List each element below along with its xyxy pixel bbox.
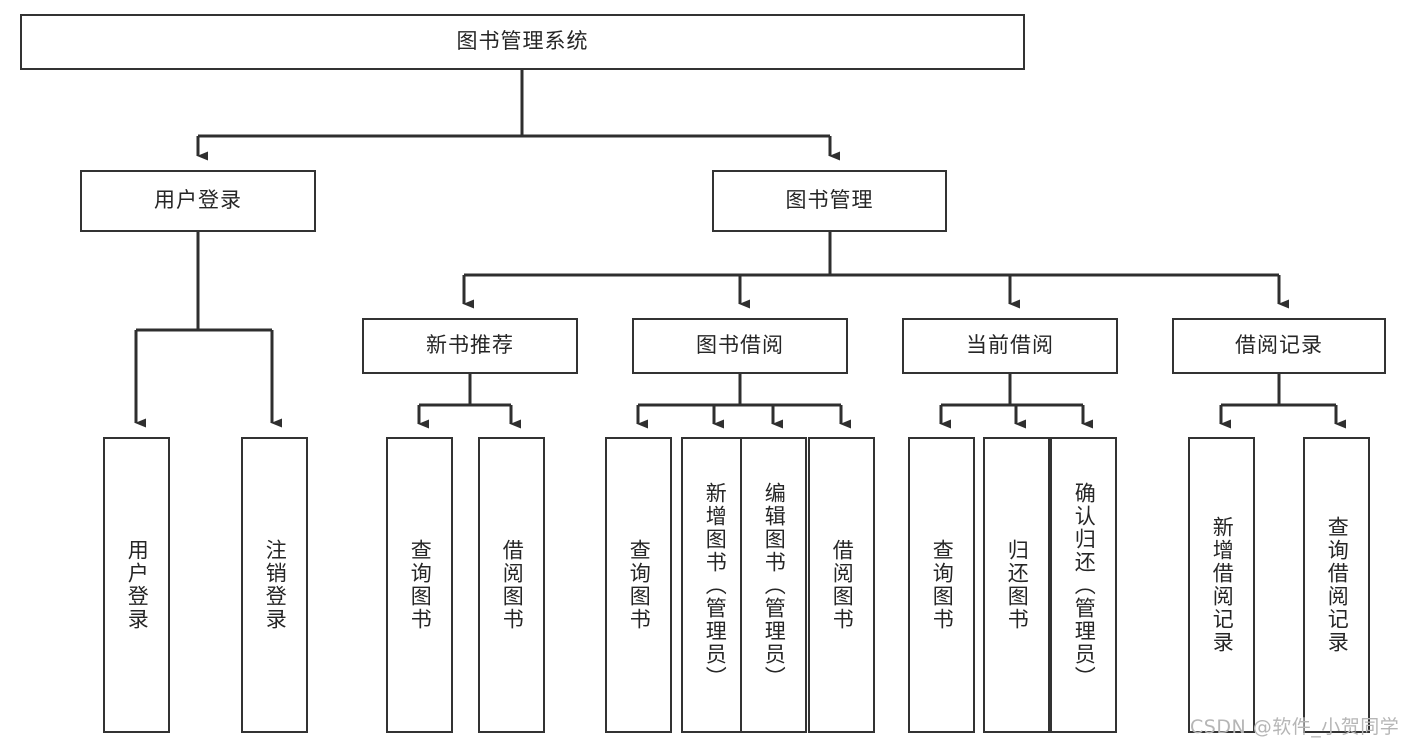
node-leaf-borrow-book-rec[interactable]: 借阅图书	[478, 437, 545, 733]
node-leaf-borrow-book-rec-label: 借阅图书	[500, 539, 525, 631]
node-leaf-query-book-rec[interactable]: 查询图书	[386, 437, 453, 733]
node-current-borrow[interactable]: 当前借阅	[902, 318, 1118, 374]
node-leaf-query-book-rec-label: 查询图书	[408, 539, 433, 631]
node-borrow-record-label: 借阅记录	[1235, 333, 1323, 358]
node-leaf-confirm-return[interactable]: 确认归还（管理员）	[1050, 437, 1117, 733]
node-leaf-add-record-label: 新增借阅记录	[1210, 516, 1235, 654]
node-leaf-add-book-label: 新增图书（管理员）	[703, 481, 728, 689]
node-leaf-return-book[interactable]: 归还图书	[983, 437, 1050, 733]
node-new-book-rec-label: 新书推荐	[426, 333, 514, 358]
node-leaf-add-record[interactable]: 新增借阅记录	[1188, 437, 1255, 733]
node-leaf-user-login-label: 用户登录	[125, 539, 150, 631]
node-borrow-record[interactable]: 借阅记录	[1172, 318, 1386, 374]
node-root-label: 图书管理系统	[456, 29, 589, 54]
node-leaf-query-record[interactable]: 查询借阅记录	[1303, 437, 1370, 733]
node-leaf-confirm-return-label: 确认归还（管理员）	[1072, 481, 1097, 689]
node-book-manage-label: 图书管理	[785, 188, 874, 213]
node-leaf-logout-label: 注销登录	[263, 539, 288, 631]
node-leaf-return-book-label: 归还图书	[1005, 539, 1030, 631]
node-leaf-logout[interactable]: 注销登录	[241, 437, 308, 733]
node-current-borrow-label: 当前借阅	[966, 333, 1054, 358]
node-leaf-query-book-c-label: 查询图书	[930, 539, 955, 631]
node-book-manage[interactable]: 图书管理	[712, 170, 947, 232]
node-leaf-query-book-b-label: 查询图书	[627, 539, 652, 631]
node-leaf-edit-book-label: 编辑图书（管理员）	[762, 481, 787, 689]
node-user-login-label: 用户登录	[154, 188, 242, 213]
node-leaf-add-book[interactable]: 新增图书（管理员）	[681, 437, 748, 733]
node-leaf-user-login[interactable]: 用户登录	[103, 437, 170, 733]
node-leaf-query-book-b[interactable]: 查询图书	[605, 437, 672, 733]
node-leaf-borrow-book-b[interactable]: 借阅图书	[808, 437, 875, 733]
node-leaf-query-book-c[interactable]: 查询图书	[908, 437, 975, 733]
watermark-text: CSDN @软件_小贺同学	[1190, 716, 1400, 738]
node-book-borrow-label: 图书借阅	[696, 333, 784, 358]
node-leaf-borrow-book-b-label: 借阅图书	[830, 539, 855, 631]
node-root[interactable]: 图书管理系统	[20, 14, 1025, 70]
node-book-borrow[interactable]: 图书借阅	[632, 318, 848, 374]
node-leaf-query-record-label: 查询借阅记录	[1325, 516, 1350, 654]
node-leaf-edit-book[interactable]: 编辑图书（管理员）	[740, 437, 807, 733]
node-user-login[interactable]: 用户登录	[80, 170, 316, 232]
node-new-book-rec[interactable]: 新书推荐	[362, 318, 578, 374]
